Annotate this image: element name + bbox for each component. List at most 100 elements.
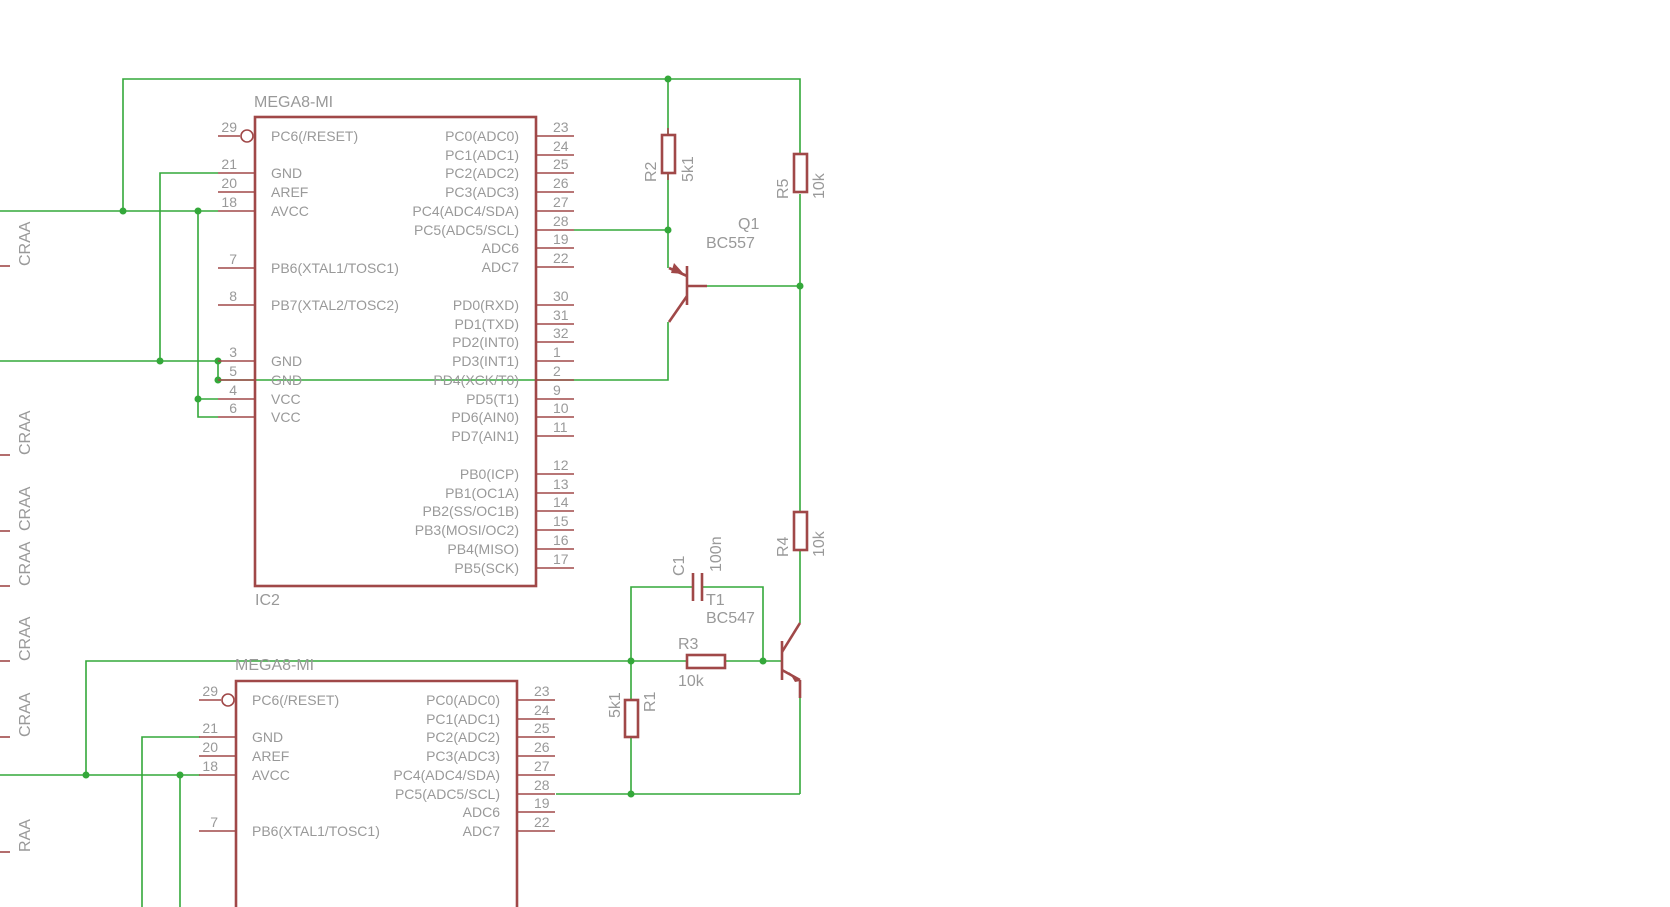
edge-connector: CRAA bbox=[0, 541, 34, 587]
pin-label: GND bbox=[271, 165, 302, 181]
ic-lower[interactable]: MEGA8-MI 29PC6(/RESET)21GND20AREF18AVCC7… bbox=[199, 657, 555, 907]
pin-label: PB6(XTAL1/TOSC1) bbox=[271, 260, 399, 276]
edge-label: RAA bbox=[17, 819, 34, 852]
pin-label: PC3(ADC3) bbox=[426, 748, 500, 764]
r4-body bbox=[792, 510, 809, 552]
pin-number: 18 bbox=[221, 194, 237, 210]
wire-r3-line bbox=[85, 660, 686, 775]
pin-number: 14 bbox=[553, 494, 569, 510]
t1-value: BC547 bbox=[706, 610, 755, 627]
junction-dot bbox=[194, 395, 202, 403]
pin-label: PC5(ADC5/SCL) bbox=[414, 222, 519, 238]
r5-value: 10k bbox=[811, 172, 828, 199]
pin-number: 13 bbox=[553, 476, 569, 492]
transistor-q1[interactable]: Q1 BC557 bbox=[667, 216, 759, 323]
pin-number: 2 bbox=[553, 363, 561, 379]
pin-label: PC5(ADC5/SCL) bbox=[395, 786, 500, 802]
resistor-r3[interactable]: R3 10k bbox=[678, 636, 727, 690]
capacitor-c1[interactable]: C1 100n bbox=[671, 536, 725, 601]
q1-value: BC557 bbox=[706, 235, 755, 252]
resistor-r4[interactable]: R4 10k bbox=[775, 510, 828, 557]
pin-label: GND bbox=[271, 353, 302, 369]
pin-label: PD4(XCK/T0) bbox=[433, 372, 519, 388]
wire-top-rail bbox=[122, 78, 801, 211]
resistor-r1[interactable]: 5k1 R1 bbox=[607, 691, 659, 739]
pin-label: PB4(MISO) bbox=[447, 541, 519, 557]
pin-number: 8 bbox=[229, 288, 237, 304]
wire-lower-gnd bbox=[141, 736, 200, 907]
pin-label: ADC6 bbox=[482, 240, 520, 256]
edge-label: CRAA bbox=[17, 486, 34, 531]
pin-label: PB2(SS/OC1B) bbox=[423, 503, 519, 519]
pin-label: PB0(ICP) bbox=[460, 466, 519, 482]
resistor-r5[interactable]: R5 10k bbox=[775, 152, 828, 199]
edge-connector: CRAA bbox=[0, 692, 34, 738]
pin-number: 15 bbox=[553, 513, 569, 529]
pin-number: 26 bbox=[534, 739, 550, 755]
wire-net bbox=[0, 78, 801, 907]
junction-dot bbox=[759, 657, 767, 665]
transistor-t1[interactable]: T1 BC547 bbox=[706, 592, 802, 698]
ic-upper[interactable]: MEGA8-MI IC2 29PC6(/RESET)21GND20AREF18A… bbox=[218, 94, 574, 609]
ic-upper-body bbox=[253, 115, 538, 588]
pin-label: PC1(ADC1) bbox=[445, 147, 519, 163]
pin-label: GND bbox=[252, 729, 283, 745]
resistor-r2[interactable]: R2 5k1 bbox=[643, 128, 697, 182]
pin-label: PB6(XTAL1/TOSC1) bbox=[252, 823, 380, 839]
c1-value: 100n bbox=[708, 536, 725, 572]
pin-label: PC6(/RESET) bbox=[252, 692, 339, 708]
ic-upper-right-pins: 23PC0(ADC0)24PC1(ADC1)25PC2(ADC2)26PC3(A… bbox=[412, 119, 574, 576]
pin-number: 28 bbox=[553, 213, 569, 229]
pin-number: 31 bbox=[553, 307, 569, 323]
pin-number: 23 bbox=[553, 119, 569, 135]
q1-collector-leg bbox=[667, 295, 689, 323]
